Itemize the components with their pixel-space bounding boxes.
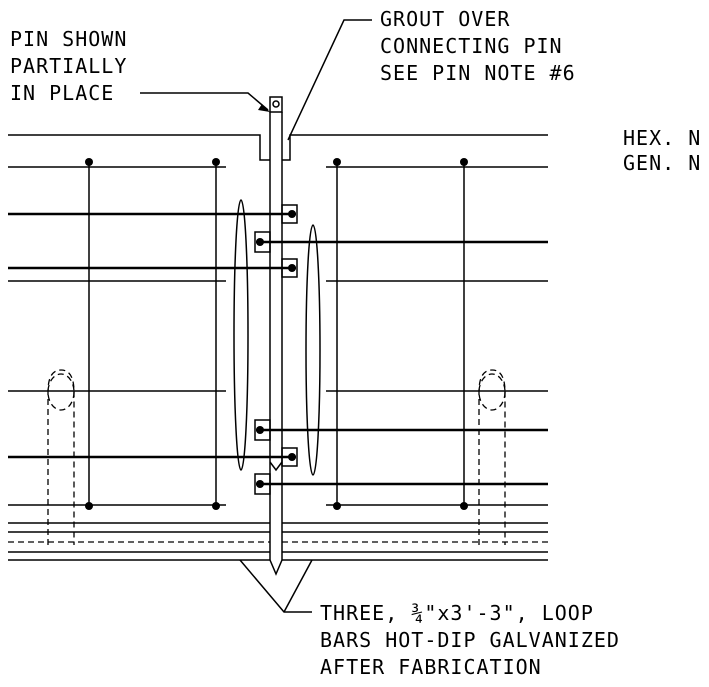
right-panel (256, 134, 548, 561)
right-hidden-loop-top (478, 373, 506, 411)
sleeve-214 (281, 204, 298, 224)
loop-bars (233, 199, 321, 476)
left-hidden-loop (47, 369, 75, 545)
loop-leader (239, 559, 312, 613)
loop-bars-line-3: AFTER FABRICATION (320, 655, 542, 679)
loop-bar-right (305, 224, 321, 476)
connecting-pin (269, 96, 283, 576)
sleeve-dot-457 (288, 453, 296, 461)
pin-tip (269, 559, 283, 576)
hex-note: HEX. N GEN. N (623, 126, 701, 175)
pin-shown-line-1: PIN SHOWN (10, 27, 127, 51)
right-dot-1 (333, 158, 341, 166)
left-top-edge (8, 134, 270, 161)
right-dot-2 (460, 158, 468, 166)
right-hidden-loop (478, 369, 506, 545)
sleeve-dot-484 (256, 480, 264, 488)
left-dot-1 (85, 158, 93, 166)
hex-line-2: GEN. N (623, 151, 701, 175)
leader-lines (140, 19, 372, 613)
right-dot-3 (333, 502, 341, 510)
pin-shown-line-3: IN PLACE (10, 81, 114, 105)
left-dot-3 (85, 502, 93, 510)
loop-leader-2 (283, 559, 313, 613)
sleeve-dot-268 (288, 264, 296, 272)
right-top-edge (282, 134, 548, 161)
loop-bar-left (233, 199, 249, 471)
grout-line-2: CONNECTING PIN (380, 34, 563, 58)
pin-lower-point (269, 461, 283, 472)
hex-line-1: HEX. N (623, 126, 701, 150)
pin-shown-note: PIN SHOWN PARTIALLY IN PLACE (10, 27, 127, 105)
grout-note: GROUT OVER CONNECTING PIN SEE PIN NOTE #… (380, 7, 576, 85)
left-panel (8, 134, 296, 561)
sleeve-268 (281, 258, 298, 278)
grout-line-3: SEE PIN NOTE #6 (380, 61, 576, 85)
pin-eye (272, 100, 280, 108)
left-dot-4 (212, 502, 220, 510)
loop-bars-note: THREE, ¾"x3'-3", LOOP BARS HOT-DIP GALVA… (320, 601, 620, 679)
bar-sleeves (254, 204, 298, 495)
sleeve-457 (281, 447, 298, 467)
left-dot-2 (212, 158, 220, 166)
loop-bars-line-1: THREE, ¾"x3'-3", LOOP (320, 601, 594, 625)
loop-bars-line-2: BARS HOT-DIP GALVANIZED (320, 628, 620, 652)
sleeve-484 (254, 473, 271, 495)
pin-leader-arrow (258, 104, 270, 112)
sleeve-dot-430 (256, 426, 264, 434)
pin-shown-line-2: PARTIALLY (10, 54, 127, 78)
sleeve-dot-214 (288, 210, 296, 218)
grout-leader (287, 19, 372, 141)
left-hidden-loop-top (47, 373, 75, 411)
sleeve-dot-242 (256, 238, 264, 246)
pin-head (269, 96, 283, 113)
right-dot-4 (460, 502, 468, 510)
pin-leader (140, 92, 269, 111)
grout-line-1: GROUT OVER (380, 7, 510, 31)
sleeve-242 (254, 231, 271, 253)
sleeve-430 (254, 419, 271, 441)
